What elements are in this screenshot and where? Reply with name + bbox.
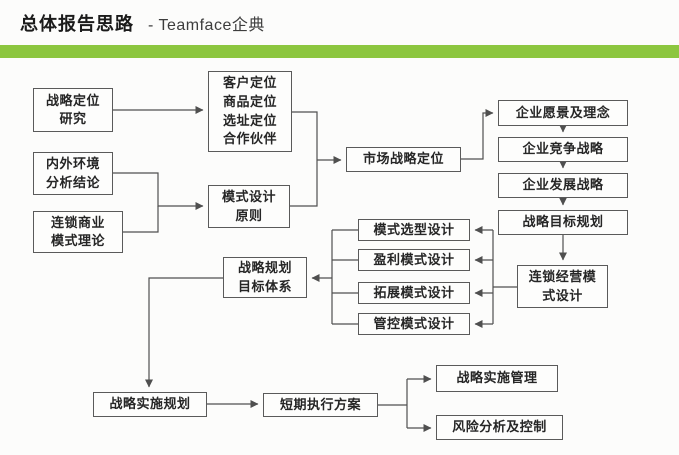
node-development-strategy: 企业发展战略 — [498, 173, 628, 198]
node-strategic-positioning-research: 战略定位 研究 — [33, 88, 113, 132]
node-chain-business-theory: 连锁商业 模式理论 — [33, 211, 123, 253]
node-short-term-execution-plan: 短期执行方案 — [263, 393, 378, 417]
node-internal-external-analysis: 内外环境 分析结论 — [33, 152, 113, 195]
node-strategic-goal-planning: 战略目标规划 — [498, 210, 628, 235]
green-accent-bar — [0, 45, 679, 58]
edge-internal-to-principles — [113, 172, 204, 210]
node-model-selection-design: 模式选型设计 — [358, 219, 470, 241]
edge-principles-to-junction — [290, 160, 318, 207]
node-planning-goal-system: 战略规划 目标体系 — [223, 257, 307, 298]
node-corporate-vision: 企业愿景及理念 — [498, 100, 628, 126]
page-subtitle: - Teamface企典 — [148, 17, 265, 34]
edge-market-to-vision — [461, 109, 494, 160]
node-model-design-principles: 模式设计 原则 — [208, 185, 290, 228]
node-strategy-implementation-planning: 战略实施规划 — [93, 392, 207, 417]
node-competitive-strategy: 企业竞争战略 — [498, 137, 628, 162]
node-profit-model-design: 盈利模式设计 — [358, 249, 470, 271]
node-expansion-model-design: 拓展模式设计 — [358, 282, 470, 304]
node-control-model-design: 管控模式设计 — [358, 313, 470, 335]
node-chain-operation-model-design: 连锁经营模 式设计 — [517, 265, 608, 308]
edge-theory-to-principles — [123, 206, 159, 233]
edge-goal-system-to-implementation — [145, 277, 223, 388]
slide-header: 总体报告思路 - Teamface企典 — [20, 6, 265, 40]
node-risk-analysis-control: 风险分析及控制 — [436, 415, 563, 440]
node-strategy-implementation-management: 战略实施管理 — [436, 365, 558, 392]
node-positioning-items: 客户定位 商品定位 选址定位 合作伙伴 — [208, 71, 292, 152]
edge-positioning-to-junction — [292, 111, 318, 160]
node-market-strategic-positioning: 市场战略定位 — [346, 147, 461, 172]
page-title: 总体报告思路 — [20, 14, 134, 34]
